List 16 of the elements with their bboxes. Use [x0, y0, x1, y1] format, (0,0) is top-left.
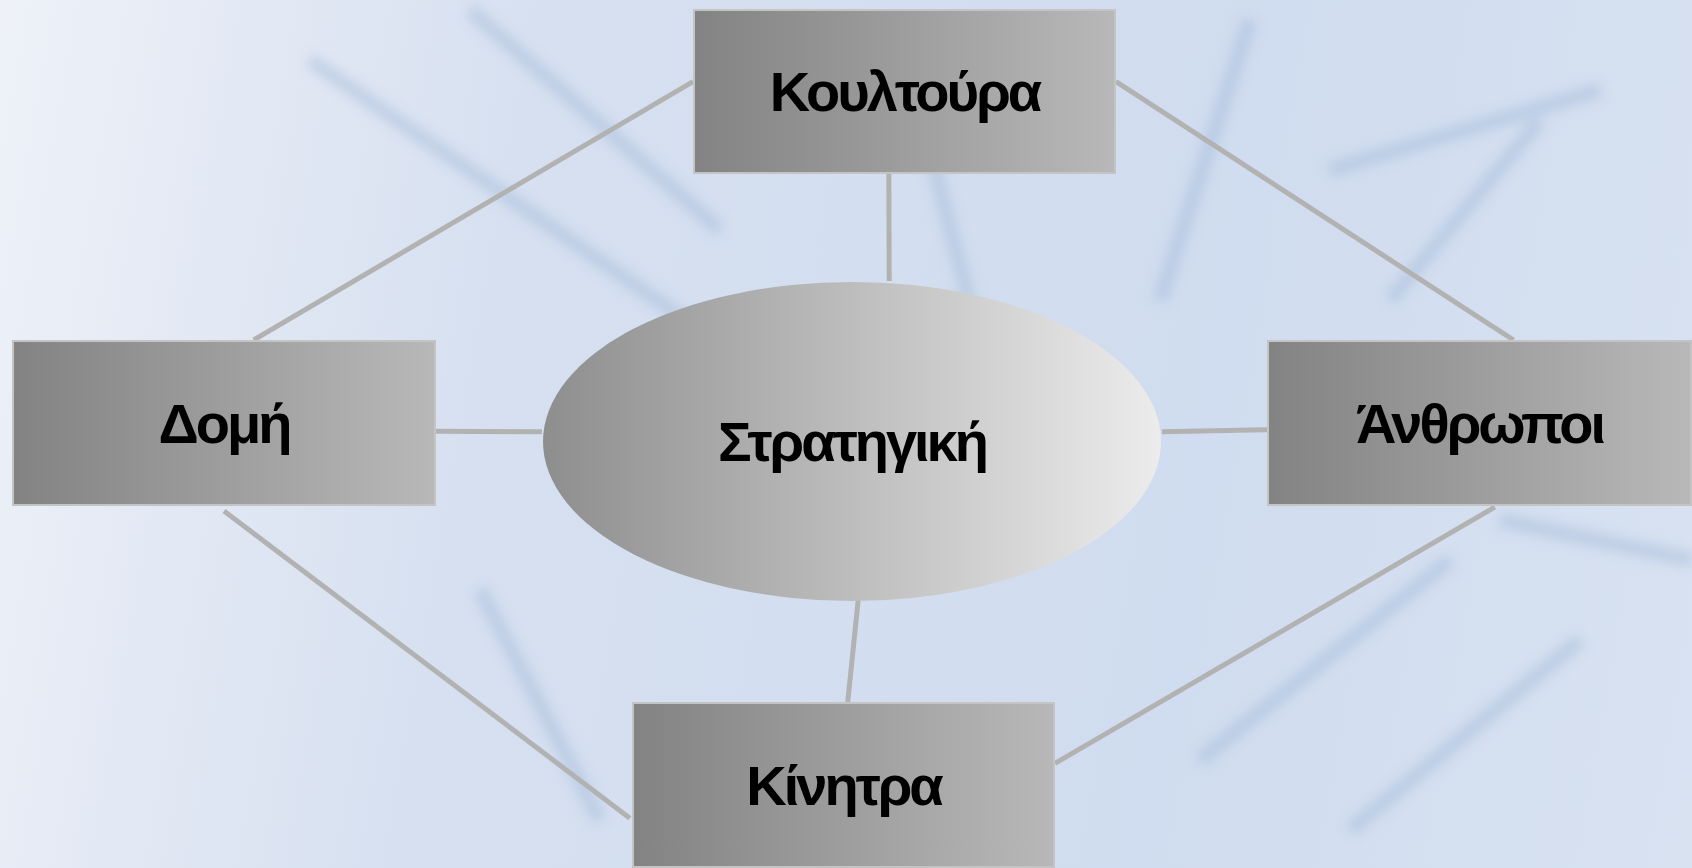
node-label: Κουλτούρα	[769, 59, 1040, 124]
connector-line	[886, 174, 892, 281]
connector-line	[252, 79, 695, 343]
node-label: Δομή	[158, 390, 290, 456]
connector-line	[1161, 427, 1268, 435]
process-box	[693, 9, 1116, 174]
process-box	[632, 702, 1055, 868]
connector-line	[845, 599, 861, 703]
process-box	[12, 340, 436, 506]
node-label: Στρατηγική	[717, 409, 986, 474]
connector-line	[222, 509, 632, 821]
connector-line	[436, 428, 542, 435]
node-label: Άνθρωποι	[1355, 390, 1604, 456]
process-box	[1267, 340, 1692, 506]
strategy-ellipse	[542, 281, 1162, 602]
node-label: Κίνητρα	[746, 752, 941, 818]
